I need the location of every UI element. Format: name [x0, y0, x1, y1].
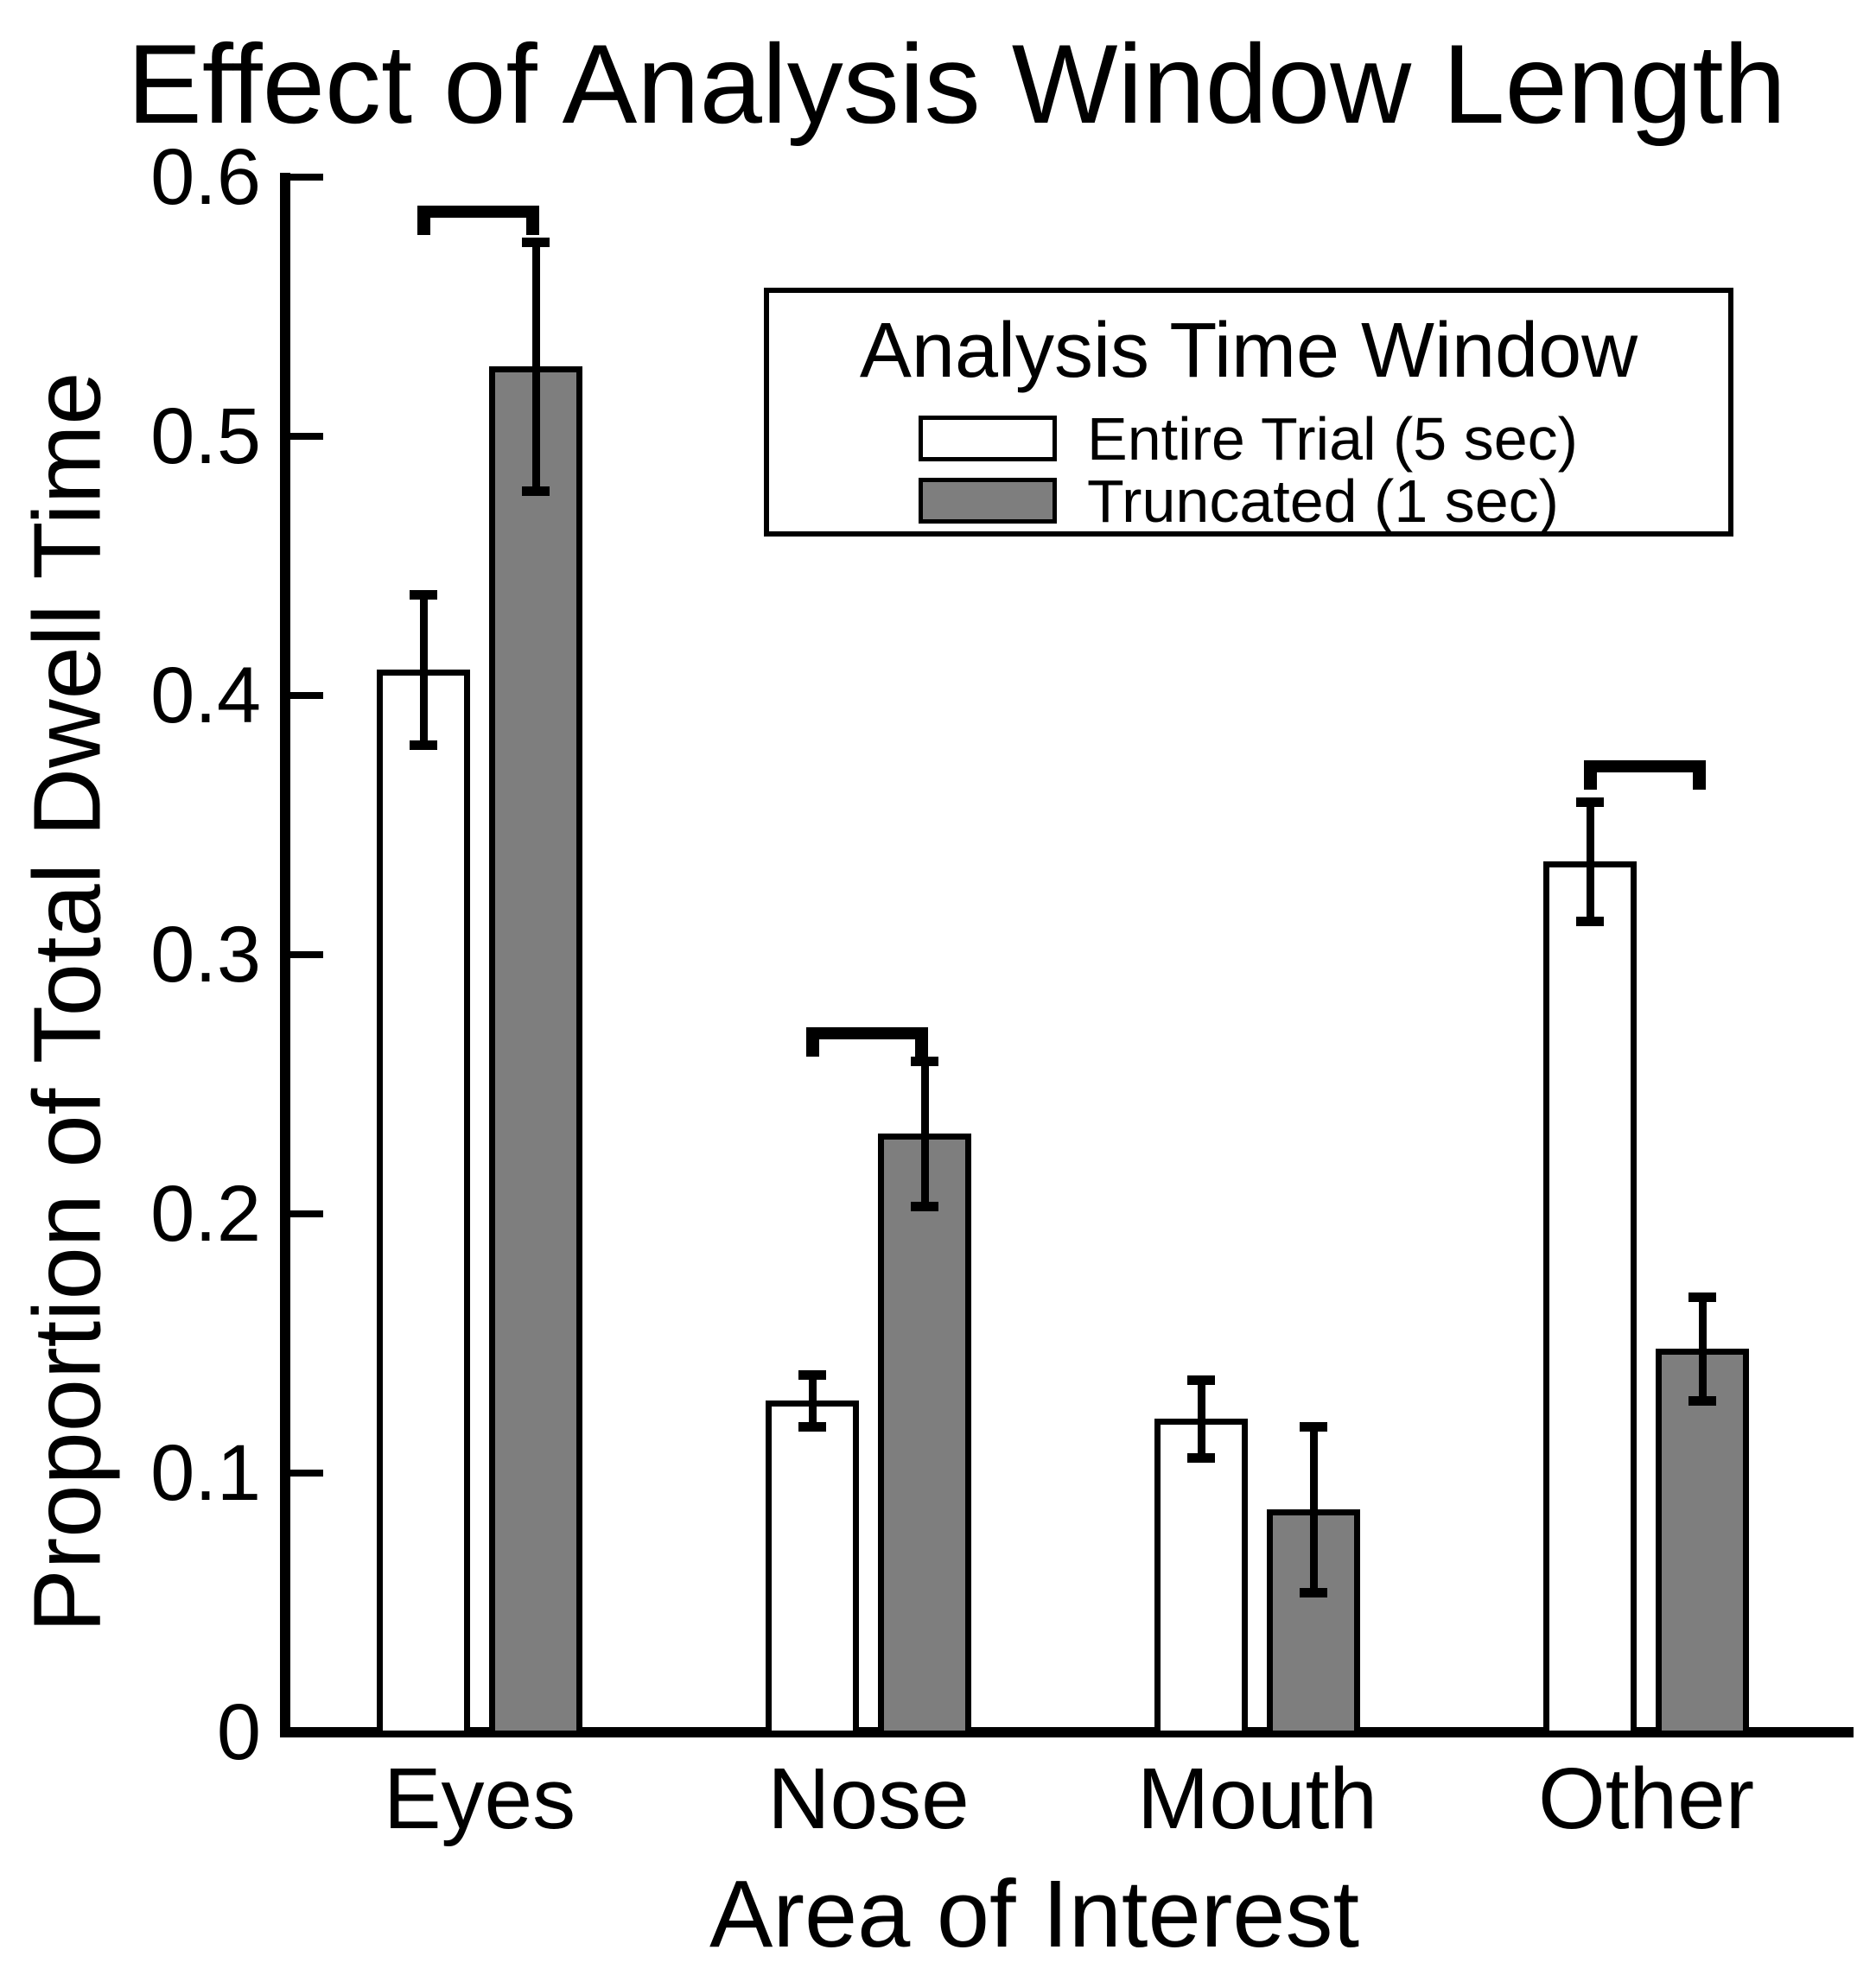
error-bar-line: [1309, 1426, 1318, 1592]
x-category-label: Other: [1537, 1750, 1755, 1847]
error-bar-cap-top: [1576, 797, 1604, 807]
legend-label-truncated: Truncated (1 sec): [1087, 467, 1559, 535]
y-tick-label: 0.5: [150, 392, 261, 480]
x-category-label: Nose: [767, 1750, 970, 1847]
error-bar-cap-top: [1688, 1292, 1716, 1302]
error-bar-cap-bottom: [410, 740, 437, 750]
error-bar-cap-top: [1187, 1375, 1215, 1385]
error-bar-cap-bottom: [1187, 1452, 1215, 1463]
error-bar-line: [920, 1061, 929, 1206]
legend-swatch-entire-trial: [919, 416, 1057, 461]
sig-bracket-left-leg: [417, 206, 430, 235]
error-bar-line: [1698, 1297, 1707, 1400]
y-tick-mark: [290, 433, 323, 440]
legend-box: Analysis Time Window Entire Trial (5 sec…: [764, 288, 1733, 537]
bar-entire-trial-5-sec--other: [1543, 861, 1637, 1737]
error-bar-cap-bottom: [798, 1421, 826, 1432]
chart-title: Effect of Analysis Window Length: [127, 21, 1786, 147]
error-bar-line: [419, 594, 428, 745]
bar-entire-trial-5-sec--mouth: [1154, 1419, 1248, 1737]
error-bar-line: [808, 1375, 817, 1426]
x-axis-label: Area of Interest: [709, 1861, 1360, 1967]
error-bar-cap-top: [798, 1369, 826, 1380]
y-tick-label: 0.6: [150, 133, 261, 221]
y-tick-label: 0.4: [150, 651, 261, 740]
legend-label-entire-trial: Entire Trial (5 sec): [1087, 404, 1578, 473]
error-bar-cap-top: [410, 589, 437, 600]
x-category-label: Eyes: [383, 1750, 576, 1847]
bar-entire-trial-5-sec--nose: [766, 1400, 859, 1737]
sig-bracket-right-leg: [525, 206, 539, 235]
y-tick-label: 0.2: [150, 1170, 261, 1258]
sig-bracket-right-leg: [1692, 760, 1706, 790]
error-bar-line: [1197, 1380, 1205, 1458]
y-tick-mark: [290, 692, 323, 699]
error-bar-cap-top: [522, 237, 550, 247]
y-tick-label: 0: [216, 1688, 261, 1776]
y-tick-mark: [290, 951, 323, 958]
sig-bracket-bar: [805, 1027, 928, 1039]
x-axis-line: [280, 1727, 1854, 1737]
error-bar-line: [531, 242, 540, 491]
sig-bracket-right-leg: [914, 1027, 928, 1057]
error-bar-line: [1586, 802, 1594, 921]
legend-title: Analysis Time Window: [859, 308, 1638, 394]
y-tick-label: 0.3: [150, 911, 261, 999]
error-bar-cap-bottom: [911, 1201, 938, 1211]
x-category-label: Mouth: [1137, 1750, 1377, 1847]
error-bar-cap-top: [911, 1056, 938, 1066]
error-bar-cap-bottom: [1576, 916, 1604, 926]
sig-bracket-left-leg: [1583, 760, 1597, 790]
legend-swatch-truncated: [919, 478, 1057, 524]
error-bar-cap-top: [1300, 1421, 1327, 1432]
sig-bracket-left-leg: [805, 1027, 819, 1057]
bar-entire-trial-5-sec--eyes: [377, 670, 470, 1737]
y-tick-mark: [290, 1210, 323, 1217]
error-bar-cap-bottom: [1300, 1587, 1327, 1597]
bar-truncated-1-sec--nose: [878, 1134, 971, 1737]
sig-bracket-bar: [1583, 760, 1706, 772]
bar-truncated-1-sec--eyes: [489, 366, 582, 1737]
bar-truncated-1-sec--other: [1656, 1349, 1749, 1737]
error-bar-cap-bottom: [1688, 1395, 1716, 1406]
y-axis-line: [280, 173, 290, 1737]
y-tick-mark: [290, 174, 323, 181]
sig-bracket-bar: [417, 206, 539, 218]
y-tick-label: 0.1: [150, 1429, 261, 1517]
y-tick-mark: [290, 1470, 323, 1477]
error-bar-cap-bottom: [522, 486, 550, 496]
